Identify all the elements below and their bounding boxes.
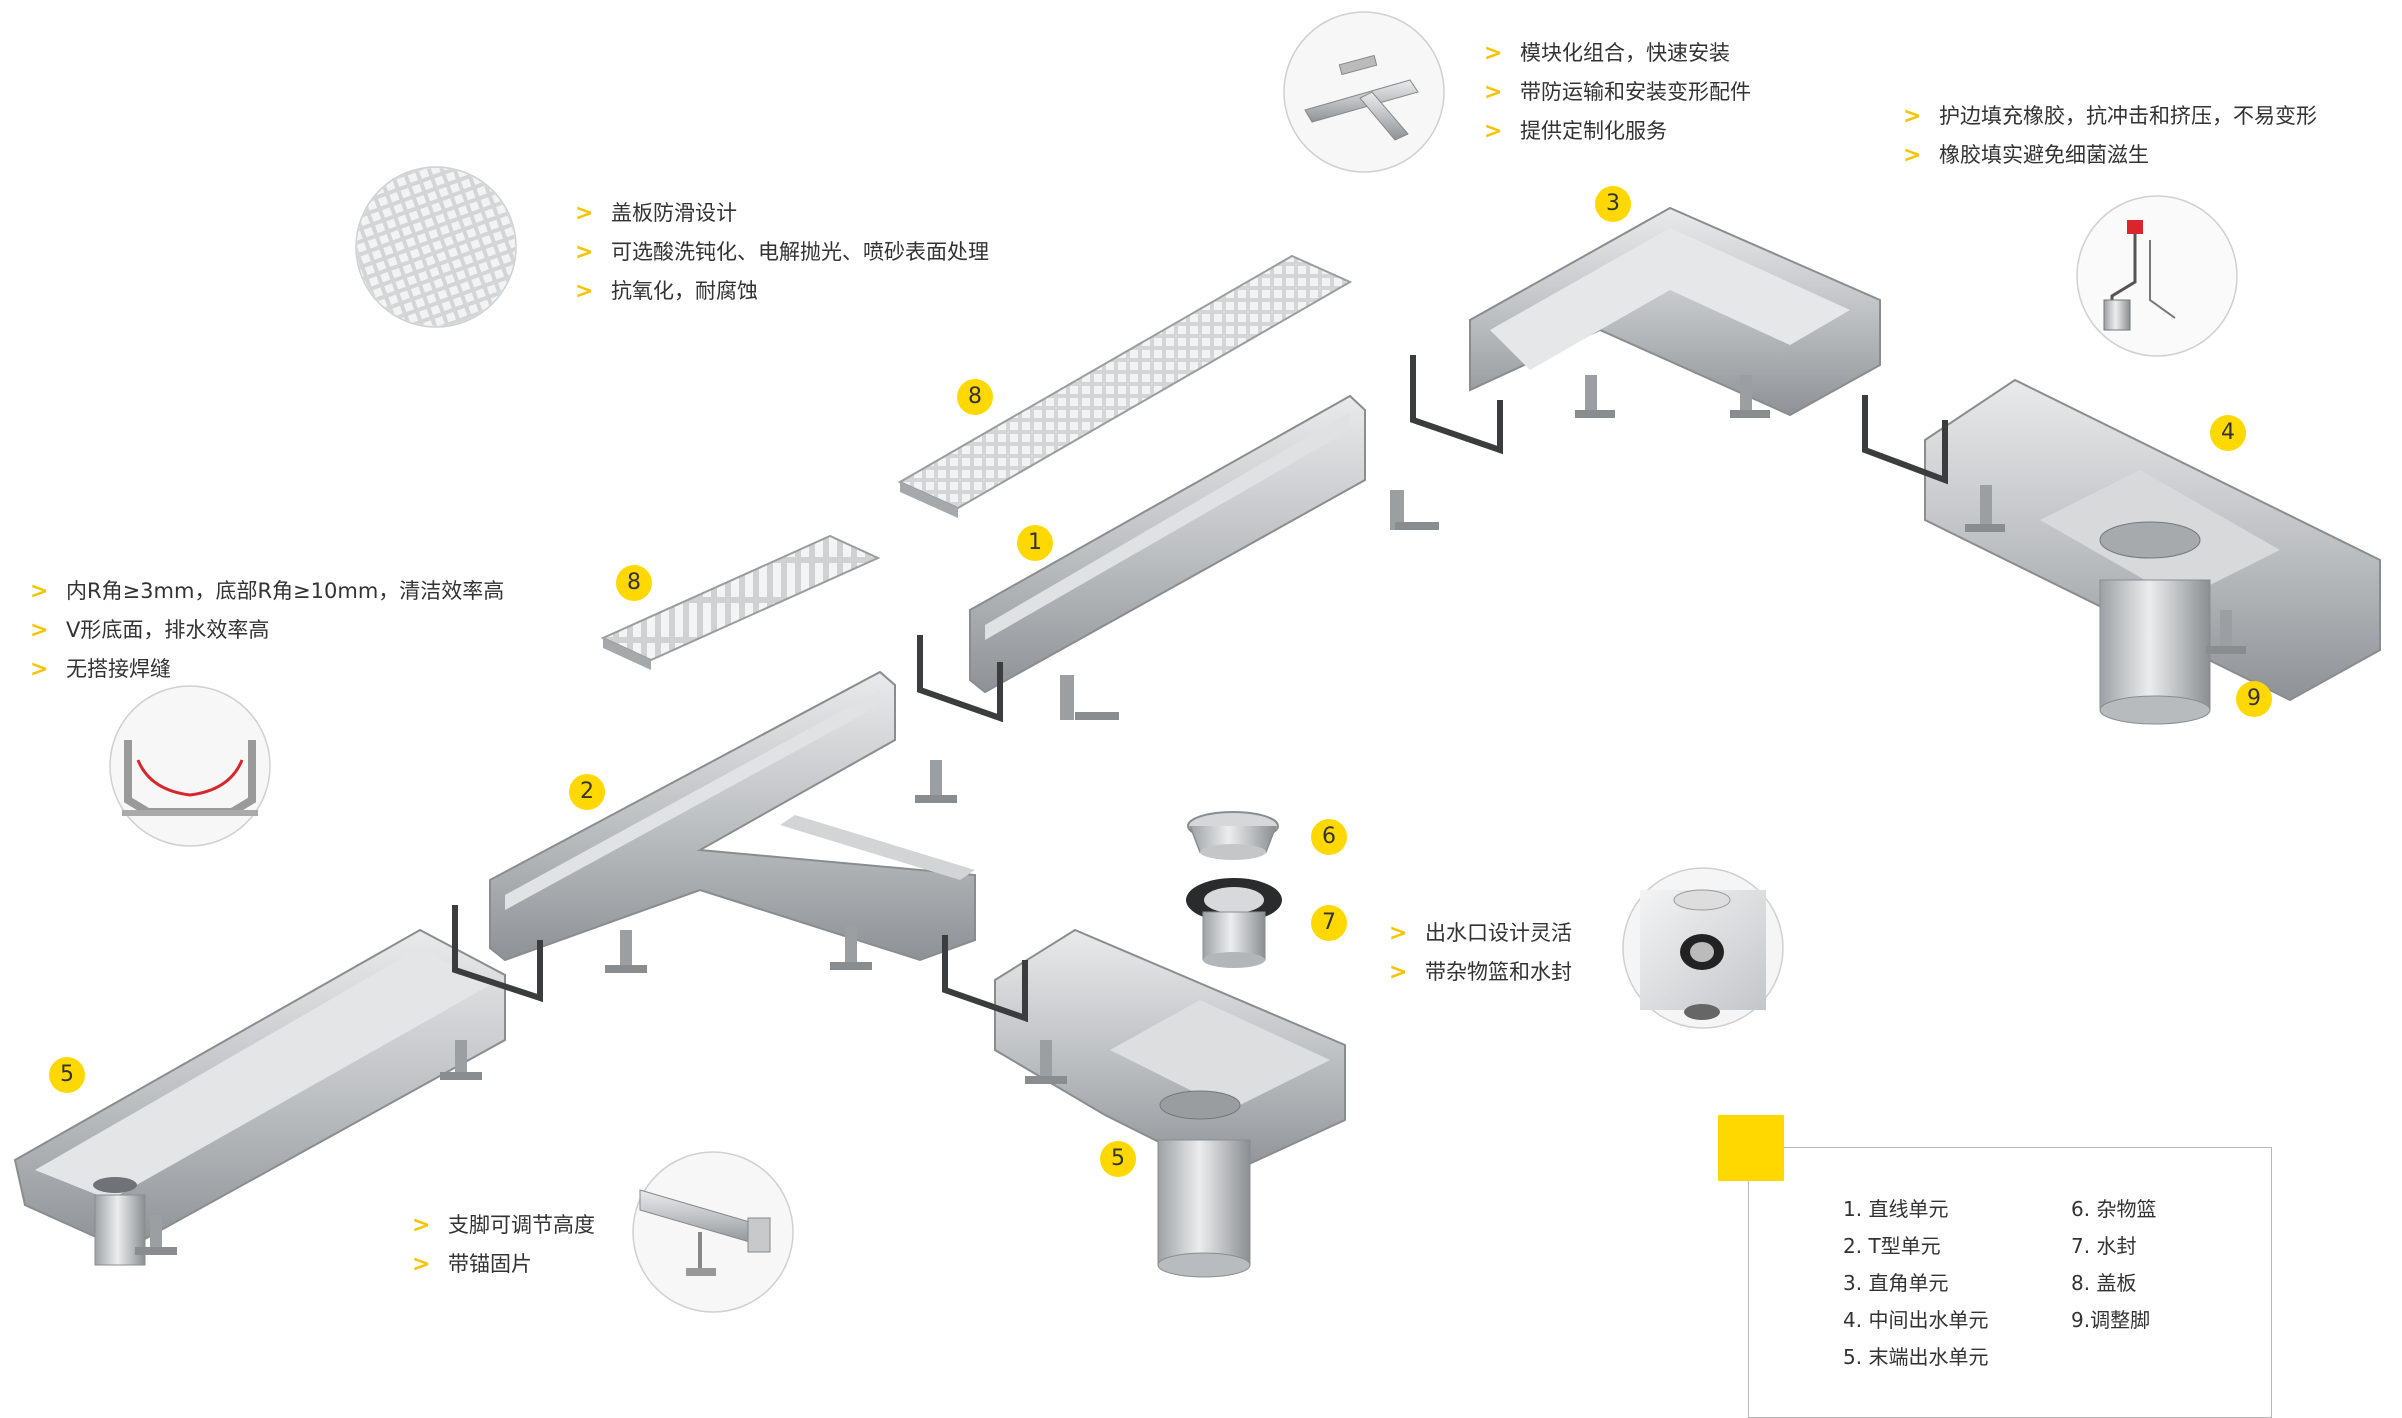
feature-item: >带锚固片 xyxy=(412,1245,595,1284)
feet-detail-circle xyxy=(632,1151,794,1313)
legend-item: 4. 中间出水单元 xyxy=(1843,1308,1989,1332)
chevron-right-icon: > xyxy=(30,657,49,682)
badge-water-seal: 7 xyxy=(1311,905,1347,941)
outlet-feature-list: >出水口设计灵活 >带杂物篮和水封 xyxy=(1389,914,1572,992)
badge-grating-large: 8 xyxy=(957,379,993,415)
feature-item: >支脚可调节高度 xyxy=(412,1206,595,1245)
cover-feature-list: >盖板防滑设计 >可选酸洗钝化、电解抛光、喷砂表面处理 >抗氧化，耐腐蚀 xyxy=(575,194,989,311)
straight-channel-unit xyxy=(969,394,1439,720)
feature-item: >带防运输和安装变形配件 xyxy=(1484,73,1751,112)
feature-item: >护边填充橡胶，抗冲击和挤压，不易变形 xyxy=(1903,97,2317,136)
feature-item: >可选酸洗钝化、电解抛光、喷砂表面处理 xyxy=(575,233,989,272)
grating-cover-small xyxy=(600,534,881,670)
legend-item: 5. 末端出水单元 xyxy=(1843,1345,1989,1369)
legend-item: 1. 直线单元 xyxy=(1843,1197,1949,1221)
chevron-right-icon: > xyxy=(1903,143,1922,168)
cover-detail-circle xyxy=(355,166,517,328)
legend-item: 6. 杂物篮 xyxy=(2071,1197,2157,1221)
legend-item: 2. T型单元 xyxy=(1843,1234,1941,1258)
badge-debris-basket: 6 xyxy=(1311,819,1347,855)
outlet-detail-circle xyxy=(1622,867,1784,1029)
badge-grating-small: 8 xyxy=(616,565,652,601)
chevron-right-icon: > xyxy=(1389,921,1408,946)
chevron-right-icon: > xyxy=(30,618,49,643)
connector-brackets xyxy=(452,355,1948,1023)
badge-corner-unit: 3 xyxy=(1595,186,1631,222)
feature-item: >内R角≥3mm，底部R角≥10mm，清洁效率高 xyxy=(30,572,504,611)
debris-basket xyxy=(1187,811,1279,860)
feature-item: >橡胶填实避免细菌滋生 xyxy=(1903,136,2317,175)
corner-channel-unit xyxy=(1469,206,1881,418)
rubber-feature-list: >护边填充橡胶，抗冲击和挤压，不易变形 >橡胶填实避免细菌滋生 xyxy=(1903,97,2317,175)
badge-t-unit: 2 xyxy=(569,774,605,810)
chevron-right-icon: > xyxy=(575,240,594,265)
chevron-right-icon: > xyxy=(1389,960,1408,985)
chevron-right-icon: > xyxy=(30,579,49,604)
legend-item: 3. 直角单元 xyxy=(1843,1271,1949,1295)
badge-end-outlet-unit-right: 5 xyxy=(1100,1141,1136,1177)
modular-detail-circle xyxy=(1283,11,1445,173)
center-outlet-unit xyxy=(1924,378,2381,725)
section-feature-list: >内R角≥3mm，底部R角≥10mm，清洁效率高 >V形底面，排水效率高 >无搭… xyxy=(30,572,504,689)
feet-feature-list: >支脚可调节高度 >带锚固片 xyxy=(412,1206,595,1284)
feature-item: >出水口设计灵活 xyxy=(1389,914,1572,953)
legend-list-right: 6. 杂物篮 7. 水封 8. 盖板 9.调整脚 xyxy=(2071,1191,2156,1339)
chevron-right-icon: > xyxy=(1903,104,1922,129)
badge-adjustable-foot: 9 xyxy=(2236,681,2272,717)
feature-item: >V形底面，排水效率高 xyxy=(30,611,504,650)
water-seal xyxy=(1186,878,1282,968)
feature-item: >带杂物篮和水封 xyxy=(1389,953,1572,992)
feature-item: >抗氧化，耐腐蚀 xyxy=(575,272,989,311)
end-outlet-unit-right xyxy=(994,928,1346,1278)
grating-cover-large xyxy=(897,254,1353,518)
badge-center-outlet-unit: 4 xyxy=(2210,415,2246,451)
rubber-detail-circle xyxy=(2076,195,2238,357)
badge-straight-unit: 1 xyxy=(1017,525,1053,561)
legend-item: 7. 水封 xyxy=(2071,1234,2137,1258)
chevron-right-icon: > xyxy=(1484,41,1503,66)
chevron-right-icon: > xyxy=(412,1252,431,1277)
chevron-right-icon: > xyxy=(575,201,594,226)
feature-item: >提供定制化服务 xyxy=(1484,112,1751,151)
chevron-right-icon: > xyxy=(1484,80,1503,105)
legend-box xyxy=(1748,1147,2272,1418)
badge-end-outlet-unit-left: 5 xyxy=(49,1057,85,1093)
legend-item: 8. 盖板 xyxy=(2071,1271,2137,1295)
feature-item: >无搭接焊缝 xyxy=(30,650,504,689)
t-channel-unit xyxy=(489,670,976,973)
section-detail-circle xyxy=(109,685,271,847)
legend-list-left: 1. 直线单元 2. T型单元 3. 直角单元 4. 中间出水单元 5. 末端出… xyxy=(1843,1191,1988,1376)
chevron-right-icon: > xyxy=(1484,119,1503,144)
feature-item: >盖板防滑设计 xyxy=(575,194,989,233)
chevron-right-icon: > xyxy=(412,1213,431,1238)
chevron-right-icon: > xyxy=(575,279,594,304)
legend-item: 9.调整脚 xyxy=(2071,1308,2151,1332)
end-outlet-unit-left xyxy=(13,928,506,1266)
legend-accent-square xyxy=(1718,1115,1784,1181)
modular-feature-list: >模块化组合，快速安装 >带防运输和安装变形配件 >提供定制化服务 xyxy=(1484,34,1751,151)
feature-item: >模块化组合，快速安装 xyxy=(1484,34,1751,73)
